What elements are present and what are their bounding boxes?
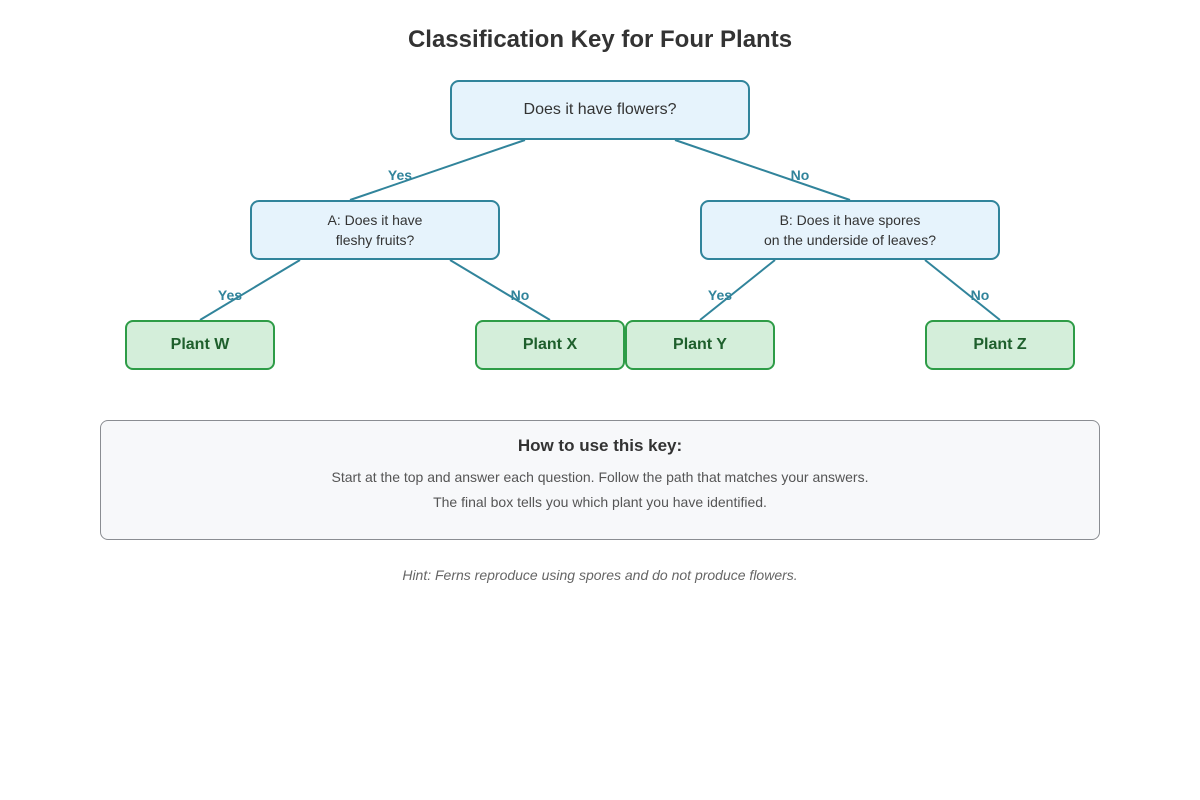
leaf-plant-w: Plant W bbox=[125, 320, 275, 370]
edge-label-a-no: No bbox=[510, 287, 530, 303]
edge-label-b-no: No bbox=[970, 287, 990, 303]
edge-root-to-b bbox=[674, 139, 851, 201]
edge-label-b-yes: Yes bbox=[707, 287, 733, 303]
instructions-line2: The final box tells you which plant you … bbox=[433, 494, 767, 510]
hint-text: Hint: Ferns reproduce using spores and d… bbox=[402, 567, 798, 583]
leaf-plant-y: Plant Y bbox=[625, 320, 775, 370]
leaf-plant-x: Plant X bbox=[475, 320, 625, 370]
question-b-node: B: Does it have spores on the underside … bbox=[700, 200, 1000, 260]
instructions-box: How to use this key: Start at the top an… bbox=[100, 420, 1100, 540]
question-b-line1: B: Does it have spores bbox=[779, 212, 921, 228]
root-question-node: Does it have flowers? bbox=[450, 80, 750, 140]
edge-b-to-z bbox=[924, 259, 1001, 321]
edge-label-a-yes: Yes bbox=[217, 287, 243, 303]
edge-root-to-a bbox=[349, 139, 526, 201]
question-b-line2: on the underside of leaves? bbox=[763, 232, 936, 248]
question-a-line1: A: Does it have bbox=[327, 212, 423, 228]
question-a-node: A: Does it have fleshy fruits? bbox=[250, 200, 500, 260]
edge-b-to-y bbox=[699, 259, 776, 321]
instructions-heading: How to use this key: bbox=[517, 436, 683, 455]
edge-a-to-x bbox=[449, 259, 551, 321]
question-a-line2: fleshy fruits? bbox=[335, 232, 415, 248]
instructions-line1: Start at the top and answer each questio… bbox=[331, 469, 869, 485]
edge-a-to-w bbox=[199, 259, 301, 321]
root-question-text: Does it have flowers? bbox=[523, 101, 677, 118]
edge-label-root-no: No bbox=[790, 167, 810, 183]
edge-label-root-yes: Yes bbox=[387, 167, 413, 183]
diagram-title: Classification Key for Four Plants bbox=[407, 26, 793, 53]
leaf-plant-z: Plant Z bbox=[925, 320, 1075, 370]
